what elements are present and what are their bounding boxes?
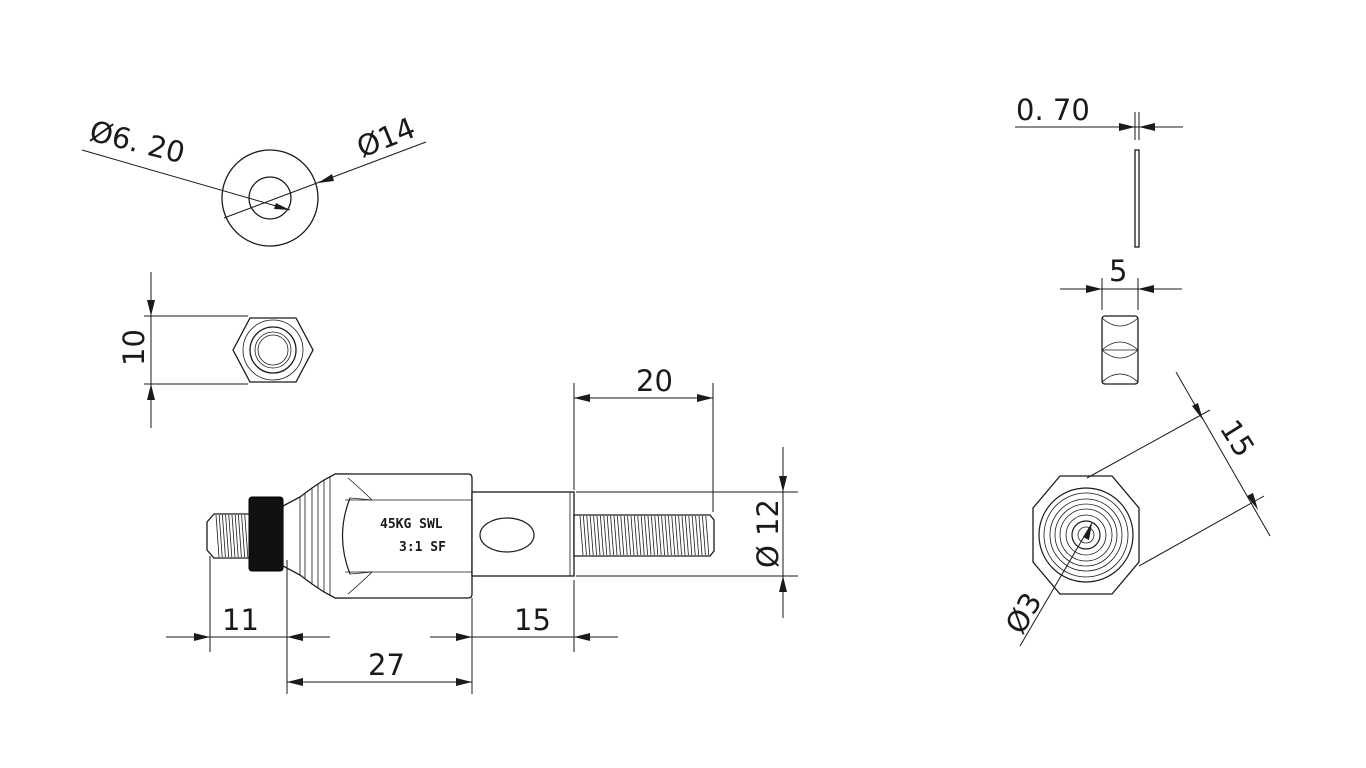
washer-outer-dia-label: Ø14 [352,111,420,165]
right-thread-crest [586,515,591,556]
right-thread-crest [705,515,710,556]
dim-shank-dia [576,447,798,618]
right-thread-crest [627,515,631,556]
dim-shank-length [430,580,618,652]
right-thread-crest [640,515,645,556]
end-across-flats-label: 15 [1213,414,1261,463]
right-thread-crest [630,515,635,556]
right-thread-crest [617,515,621,556]
nut-side-view [1060,278,1182,385]
right-thread-crest [678,515,682,556]
right-thread-crest [695,515,699,556]
body-length-label: 27 [368,648,405,682]
right-thread-crest [603,515,608,556]
end-hole-dia-label: Ø3 [999,587,1049,640]
shank-length-label: 15 [514,603,551,637]
right-thread-crest [593,515,597,556]
dim-body-length [287,598,473,694]
fitting-assembly-side-view: 45KG SWL 3:1 SF [206,473,715,599]
right-thread-crest [589,515,594,556]
right-thread-crest [647,515,652,556]
lock-nut [248,496,284,572]
right-thread-crest [620,515,625,556]
left-thread-length-label: 11 [222,603,259,637]
left-thread-crest [234,514,239,558]
left-thread-crest [215,514,220,558]
shank [471,491,575,577]
right-thread-crest [644,515,648,556]
left-thread-crest [244,514,249,558]
right-thread-crest [674,515,679,556]
nut-across-flats-label: 10 [117,329,151,366]
right-thread-crest [634,515,638,556]
right-thread-crest [668,515,672,556]
right-thread-crest [654,515,659,556]
dim-left-thread [166,556,330,694]
right-thread-crest [702,515,706,556]
left-thread-crest [238,514,242,558]
nut-front-view [144,272,314,428]
right-thread-crest [637,515,642,556]
body-marking-line2: 3:1 SF [399,540,446,555]
right-thread-crest [596,515,601,556]
right-thread-crest [661,515,665,556]
washer-side-view [1015,112,1183,248]
right-thread-crest [698,515,703,556]
nut-thickness-label: 5 [1109,254,1127,288]
left-thread-crest [222,514,226,558]
left-thread-crest [241,514,245,558]
right-thread-crest [579,515,584,556]
right-thread-crest [688,515,693,556]
right-thread-crest [681,515,686,556]
right-thread-crest [664,515,669,556]
left-thread-crest [231,514,236,558]
washer-inner-dia-label: Ø6. 20 [86,114,188,170]
right-thread-crest [691,515,696,556]
hex-body [335,473,473,599]
right-thread-crest [671,515,676,556]
right-thread-crest [600,515,604,556]
right-thread-crest [583,515,587,556]
right-thread-crest [657,515,662,556]
dim-right-thread [573,383,714,512]
washer-thickness-label: 0. 70 [1016,93,1090,127]
right-thread-crest [651,515,655,556]
right-thread-crest [610,515,614,556]
left-thread [206,513,251,559]
shank-dia-label: Ø 12 [751,499,785,568]
left-thread-crest [228,514,233,558]
left-thread-crest [225,514,229,558]
right-thread-length-label: 20 [636,364,673,398]
right-thread-crest [623,515,628,556]
body-marking-line1: 45KG SWL [380,517,443,532]
right-thread-crest [685,515,689,556]
washer-front-view [81,141,427,247]
right-thread [573,514,715,557]
right-thread-crest [606,515,611,556]
left-thread-crest [218,514,223,558]
right-thread-crest [613,515,618,556]
end-view [1019,371,1271,647]
